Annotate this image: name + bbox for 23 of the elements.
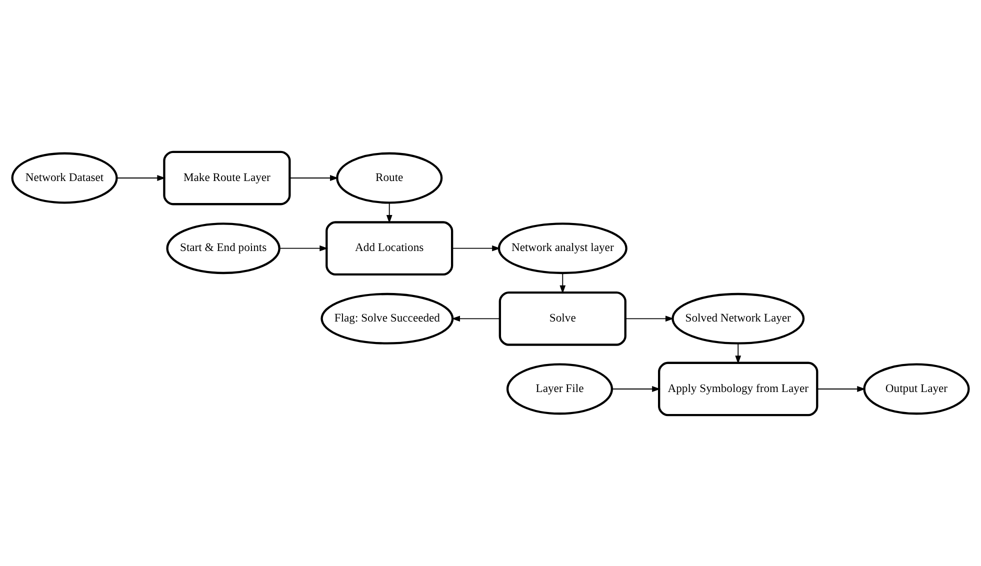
node-box: Make Route Layer bbox=[163, 150, 291, 205]
node-ellipse: Flag: Solve Succeeded bbox=[320, 292, 454, 344]
arrow bbox=[735, 342, 742, 364]
arrow bbox=[452, 244, 500, 251]
arrow bbox=[560, 272, 566, 294]
node-box: Apply Symbology from Layer bbox=[658, 361, 818, 416]
arrow bbox=[279, 244, 328, 251]
node-ellipse: Layer File bbox=[506, 362, 614, 414]
node-ellipse: Solved Network Layer bbox=[672, 292, 805, 344]
node-box: Add Locations bbox=[326, 220, 454, 276]
arrow bbox=[816, 386, 866, 392]
node-box: Solve bbox=[498, 290, 626, 346]
node-ellipse: Route bbox=[336, 152, 443, 204]
node-ellipse: Network analyst layer bbox=[498, 222, 628, 274]
arrow bbox=[452, 315, 500, 322]
node-ellipse: Network Dataset bbox=[11, 152, 118, 204]
arrow bbox=[116, 174, 166, 180]
arrow bbox=[386, 202, 392, 223]
arrow bbox=[625, 315, 674, 322]
arrow bbox=[289, 174, 338, 180]
node-ellipse: Output Layer bbox=[863, 362, 970, 414]
arrow bbox=[612, 386, 660, 392]
node-ellipse: Start & End points bbox=[166, 222, 280, 274]
